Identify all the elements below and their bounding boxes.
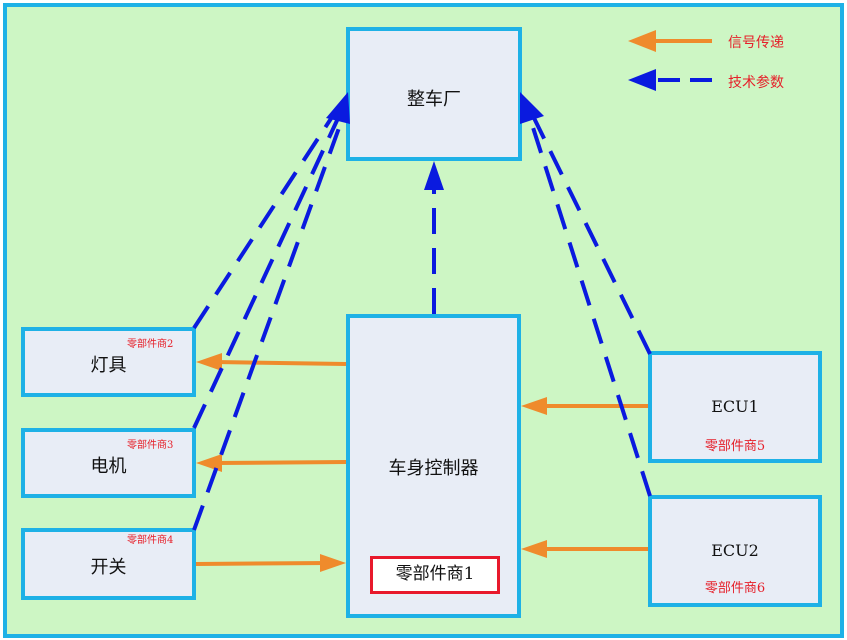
switch-supplier-tag: 零部件商4 — [127, 535, 174, 546]
ecu2-label: ECU2 — [711, 541, 759, 560]
legend-signal-label: 信号传递 — [728, 35, 784, 51]
ecu1-box: ECU1 零部件商5 — [648, 351, 822, 463]
switch-label: 开关 — [90, 557, 127, 578]
ecu1-supplier: 零部件商5 — [704, 439, 766, 454]
legend-tech-arrow — [628, 69, 712, 91]
motor-supplier-tag: 零部件商3 — [127, 440, 174, 451]
signal-arrow-ecu2-to-bcm — [521, 540, 648, 558]
switch-box: 开关 — [21, 528, 196, 600]
lamp-label: 灯具 — [90, 355, 127, 376]
tech-arrow-motor-to-oem — [192, 113, 342, 429]
bcm-supplier-tag: 零部件商1 — [370, 556, 500, 594]
oem-label: 整车厂 — [407, 89, 461, 110]
lamp-supplier-tag: 零部件商2 — [127, 339, 174, 350]
motor-label: 电机 — [90, 456, 127, 477]
signal-arrow-ecu1-to-bcm — [521, 397, 648, 415]
tech-arrow-lamp-to-oem — [192, 112, 336, 330]
signal-arrow-bcm-to-lamp — [196, 353, 347, 371]
signal-arrow-bcm-to-motor — [196, 454, 347, 472]
tech-arrow-bcm-to-oem — [424, 161, 444, 314]
ecu2-supplier: 零部件商6 — [704, 581, 766, 596]
motor-box: 电机 — [21, 428, 196, 498]
legend-signal-arrow — [628, 30, 712, 52]
signal-arrow-switch-to-bcm — [195, 554, 346, 572]
ecu1-label: ECU1 — [711, 397, 759, 416]
lamp-box: 灯具 — [21, 327, 196, 397]
tech-arrow-switch-to-oem — [192, 92, 350, 531]
tech-arrow-ecu1-to-oem — [532, 117, 652, 355]
legend-tech-label: 技术参数 — [728, 75, 784, 91]
bcm-label: 车身控制器 — [388, 458, 479, 479]
ecu2-box: ECU2 零部件商6 — [648, 495, 822, 607]
oem-box: 整车厂 — [346, 27, 522, 161]
tech-arrow-ecu2-to-oem — [520, 92, 652, 497]
